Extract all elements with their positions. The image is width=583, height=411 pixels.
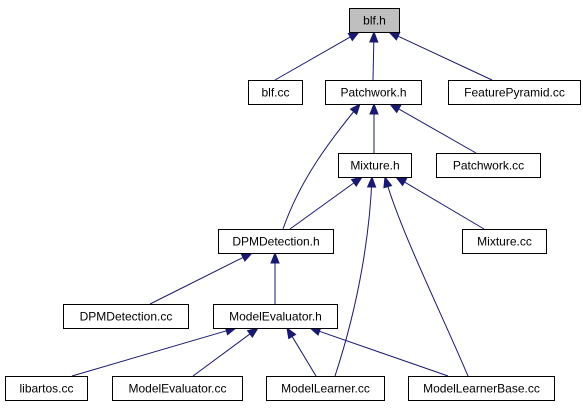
- node-label: Patchwork.cc: [453, 159, 524, 173]
- arrowhead-icon: [270, 251, 280, 264]
- arrowhead-icon: [349, 102, 361, 116]
- arrowhead-icon: [347, 31, 361, 42]
- node-box[interactable]: [462, 229, 547, 254]
- node-box[interactable]: [448, 80, 581, 105]
- edge-line: [71, 330, 227, 377]
- node-mixture-cc[interactable]: Mixture.cc: [462, 229, 547, 254]
- node-label: ModelLearner.cc: [281, 382, 370, 396]
- edge-patchwork_cc-to-patchwork_h: [388, 103, 477, 154]
- node-label: DPMDetection.h: [232, 235, 319, 249]
- arrowhead-icon: [388, 103, 402, 114]
- edge-line: [372, 41, 375, 81]
- node-modellearner-cc[interactable]: ModelLearner.cc: [266, 376, 385, 401]
- edge-modellearner_cc-to-modelevaluator_h: [286, 326, 317, 377]
- node-modelevaluator-h[interactable]: ModelEvaluator.h: [213, 304, 338, 329]
- node-box[interactable]: [213, 304, 338, 329]
- node-box[interactable]: [408, 376, 555, 401]
- arrowhead-icon: [394, 176, 408, 187]
- node-label: blf.cc: [261, 86, 289, 100]
- edge-modelevaluator_h-to-dpmdetection_h: [270, 251, 280, 304]
- node-label: ModelEvaluator.cc: [128, 382, 226, 396]
- node-box[interactable]: [248, 80, 303, 105]
- edge-mixture_cc-to-mixture_h: [394, 176, 485, 230]
- arrowhead-icon: [350, 176, 364, 187]
- node-modelevaluator-cc[interactable]: ModelEvaluator.cc: [112, 376, 243, 401]
- node-label: Mixture.cc: [477, 235, 532, 249]
- edge-patchwork_h-to-blf_h: [369, 30, 379, 81]
- node-label: blf.h: [363, 14, 386, 28]
- node-box[interactable]: [436, 153, 541, 178]
- edge-dpmdetection_h-to-mixture_h: [289, 176, 364, 230]
- node-patchwork-cc[interactable]: Patchwork.cc: [436, 153, 541, 178]
- arrowhead-icon: [286, 326, 297, 340]
- node-box[interactable]: [218, 229, 334, 254]
- edge-dpmdetection_h-to-patchwork_h: [282, 102, 361, 230]
- node-libartos-cc[interactable]: libartos.cc: [5, 376, 88, 401]
- edge-featurepyramid_cc-to-blf_h: [387, 31, 493, 81]
- node-label: Mixture.h: [350, 159, 399, 173]
- edge-modelevaluator_cc-to-modelevaluator_h: [192, 327, 260, 377]
- node-label: ModelEvaluator.h: [229, 310, 322, 324]
- edge-libartos_cc-to-modelevaluator_h: [71, 326, 238, 377]
- node-featurepyramid-cc[interactable]: FeaturePyramid.cc: [448, 80, 581, 105]
- arrowhead-icon: [369, 102, 379, 115]
- node-modellearnerbase-cc[interactable]: ModelLearnerBase.cc: [408, 376, 555, 401]
- node-box[interactable]: [5, 376, 88, 401]
- edge-line: [397, 35, 493, 81]
- edge-line: [149, 257, 244, 305]
- node-mixture-h[interactable]: Mixture.h: [338, 153, 412, 178]
- node-box[interactable]: [112, 376, 243, 401]
- edge-line: [289, 182, 355, 230]
- edge-blf_cc-to-blf_h: [274, 31, 361, 81]
- arrowhead-icon: [369, 30, 379, 43]
- arrowhead-icon: [240, 252, 254, 262]
- node-label: DPMDetection.cc: [80, 310, 173, 324]
- edge-line: [384, 176, 469, 377]
- edge-line: [334, 176, 373, 377]
- edge-mixture_h-to-patchwork_h: [369, 102, 379, 153]
- node-box[interactable]: [63, 304, 189, 329]
- edge-line: [404, 181, 485, 230]
- edge-line: [398, 108, 477, 154]
- node-dpmdetection-h[interactable]: DPMDetection.h: [218, 229, 334, 254]
- edge-line: [274, 36, 351, 81]
- node-box[interactable]: [349, 8, 400, 33]
- edge-modellearnerbase_cc-to-mixture_h: [383, 175, 469, 377]
- edge-modellearner_cc-to-mixture_h: [334, 175, 377, 377]
- edge-modellearnerbase_cc-to-modelevaluator_h: [308, 326, 449, 377]
- node-dpmdetection-cc[interactable]: DPMDetection.cc: [63, 304, 189, 329]
- node-box[interactable]: [338, 153, 412, 178]
- edge-line: [192, 333, 251, 377]
- edge-line: [319, 330, 449, 377]
- node-box[interactable]: [266, 376, 385, 401]
- arrowhead-icon: [246, 327, 260, 339]
- arrowhead-icon: [387, 31, 401, 41]
- node-label: libartos.cc: [19, 382, 73, 396]
- edge-dpmdetection_cc-to-dpmdetection_h: [149, 252, 254, 305]
- node-label: FeaturePyramid.cc: [464, 86, 565, 100]
- node-blf-h[interactable]: blf.h: [349, 8, 400, 33]
- edges: [71, 30, 493, 377]
- arrowhead-icon: [366, 175, 377, 188]
- node-label: ModelLearnerBase.cc: [423, 382, 540, 396]
- node-patchwork-h[interactable]: Patchwork.h: [325, 80, 422, 105]
- node-blf-cc[interactable]: blf.cc: [248, 80, 303, 105]
- arrowhead-icon: [383, 175, 393, 189]
- edge-line: [291, 336, 317, 377]
- node-box[interactable]: [325, 80, 422, 105]
- nodes: blf.h blf.cc Patchwork.h FeaturePyramid.ccM…: [5, 8, 581, 401]
- node-label: Patchwork.h: [340, 86, 406, 100]
- edge-line: [282, 103, 361, 230]
